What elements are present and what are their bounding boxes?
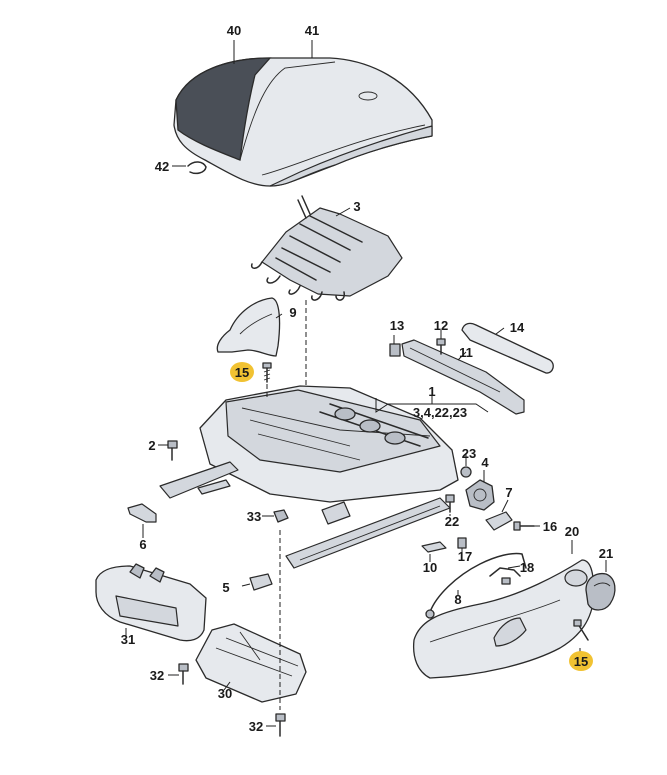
callout-10: 10 xyxy=(423,560,437,575)
callout-3: 3 xyxy=(353,199,360,214)
lever-18 xyxy=(489,567,521,585)
callout-15-left: 15 xyxy=(235,365,249,380)
callout-13: 13 xyxy=(390,318,404,333)
callout-2: 2 xyxy=(148,438,155,453)
screw-32-top xyxy=(178,663,189,685)
callout-7: 7 xyxy=(505,485,512,500)
callout-32-bottom: 32 xyxy=(249,719,263,734)
callout-15-right: 15 xyxy=(574,654,588,669)
callout-1-subparts: 3,4,22,23 xyxy=(413,405,467,420)
callout-16: 16 xyxy=(543,519,557,534)
screw-16 xyxy=(513,521,535,531)
callout-12: 12 xyxy=(434,318,448,333)
callout-1: 1 xyxy=(428,384,435,399)
callout-18: 18 xyxy=(520,560,534,575)
screw-15-right xyxy=(573,619,589,641)
screw-22 xyxy=(445,494,455,513)
trim-strip-14 xyxy=(461,322,554,374)
cap-13 xyxy=(389,343,401,357)
side-panel-9 xyxy=(216,297,281,357)
cover-10 xyxy=(421,541,447,553)
screw-2 xyxy=(167,440,178,461)
cable-8 xyxy=(425,552,527,619)
callouts: 40 41 42 3 9 15 13 12 14 11 1 3,4,22,23 … xyxy=(121,23,613,734)
mechanism-4 xyxy=(465,479,495,511)
callout-33: 33 xyxy=(247,509,261,524)
callout-41: 41 xyxy=(305,23,319,38)
callout-15-left-highlight xyxy=(230,362,254,382)
clip-17 xyxy=(457,537,467,549)
callout-22: 22 xyxy=(445,514,459,529)
cover-6 xyxy=(127,503,157,523)
callout-32-top: 32 xyxy=(150,668,164,683)
seat-wire-frame xyxy=(250,195,403,301)
seat-cushion xyxy=(173,57,433,187)
callout-9: 9 xyxy=(289,305,296,320)
cap-23 xyxy=(460,466,472,478)
callout-42: 42 xyxy=(155,159,169,174)
screw-32-bottom xyxy=(275,713,286,737)
leader-lines xyxy=(125,40,607,727)
callout-8: 8 xyxy=(454,592,461,607)
callout-4: 4 xyxy=(481,455,489,470)
callout-21: 21 xyxy=(599,546,613,561)
callout-23: 23 xyxy=(462,446,476,461)
knob-21 xyxy=(585,572,616,611)
callout-14: 14 xyxy=(510,320,525,335)
callout-6: 6 xyxy=(139,537,146,552)
side-trim-20 xyxy=(412,559,595,679)
callout-30: 30 xyxy=(218,686,232,701)
callout-17: 17 xyxy=(458,549,472,564)
clip-33 xyxy=(273,509,289,523)
clip-42 xyxy=(187,161,207,175)
screw-15-left xyxy=(262,362,272,383)
bracket-7 xyxy=(485,511,513,531)
callout-31: 31 xyxy=(121,632,135,647)
clip-5 xyxy=(249,573,273,591)
rail-guide-11 xyxy=(401,339,525,415)
callout-5: 5 xyxy=(222,580,229,595)
callout-40: 40 xyxy=(227,23,241,38)
side-cover-31 xyxy=(95,563,207,642)
bracket-30 xyxy=(195,623,307,703)
seat-frame xyxy=(159,385,459,569)
callout-11: 11 xyxy=(459,345,473,360)
callout-15-right-highlight xyxy=(569,651,593,671)
callout-20: 20 xyxy=(565,524,579,539)
